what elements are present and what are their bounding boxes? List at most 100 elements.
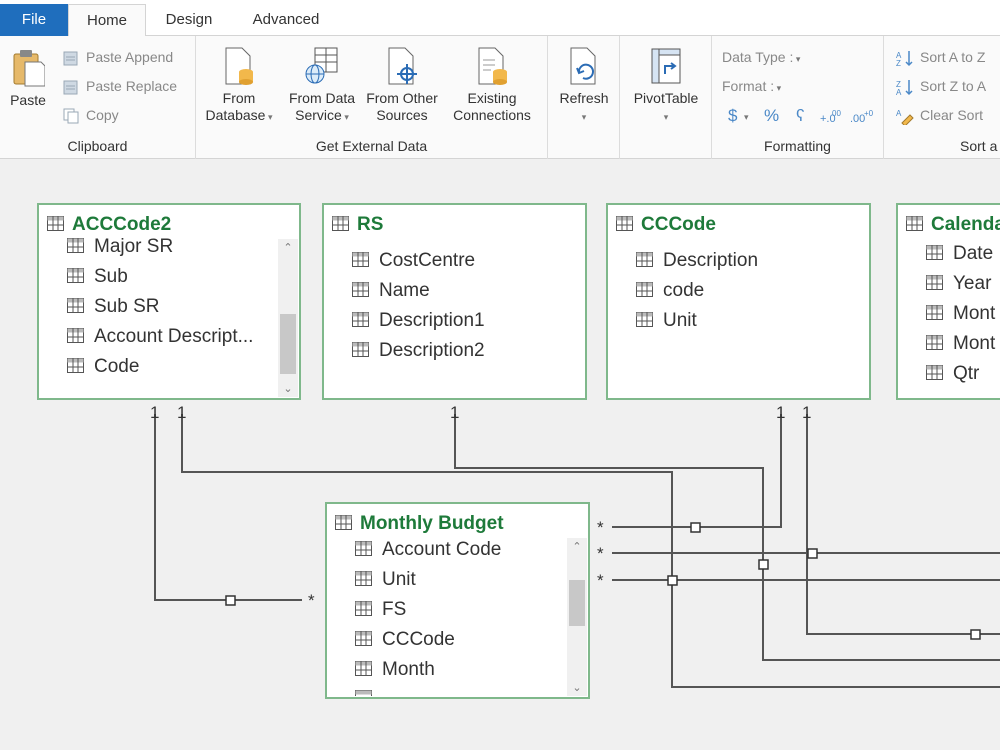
from-data-service-label-1: From Data [288,90,356,106]
column-item[interactable]: Sub SR [67,294,159,320]
column-item[interactable]: Account Descript... [67,324,253,350]
from-other-sources-button[interactable]: From Other Sources [362,46,442,124]
column-item[interactable]: Year [926,271,991,297]
relationship-cccode-cccode [612,414,782,528]
scrollbar[interactable]: ⌃ ⌄ [567,538,587,696]
database-icon [225,47,253,85]
increase-decimal-icon[interactable]: +.000 [820,108,844,126]
table-monthly-budget[interactable]: Monthly Budget Account Code Unit FS CCCo… [325,502,590,699]
table-acccode2[interactable]: ACCCode2 Major SR Sub Sub SR Account Des… [37,203,301,400]
from-database-label-2: Database [205,107,266,123]
tab-advanced[interactable]: Advanced [252,11,320,28]
chevron-down-icon: ▾ [265,112,273,122]
relationship-rs-right [454,414,1000,661]
column-item[interactable]: CCCode [355,627,455,653]
column-icon [352,252,369,267]
scroll-up-icon[interactable]: ⌃ [572,541,582,553]
chevron-down-icon: ▾ [793,54,801,64]
column-label: Unit [382,569,416,590]
table-rs[interactable]: RS CostCentre Name Description1 Descript… [322,203,587,400]
column-item[interactable]: Description1 [352,308,485,334]
relationship-marker [667,575,678,586]
refresh-icon [570,47,596,85]
scroll-down-icon[interactable]: ⌄ [572,682,582,694]
pivottable-group: PivotTable ▾ [620,36,712,159]
column-item[interactable]: FS [355,597,406,623]
table-title-label: CCCode [641,214,716,235]
from-database-label-1: From [222,90,256,106]
pivottable-icon [651,48,681,84]
table-title[interactable]: CCCode [616,213,716,237]
diagram-canvas[interactable]: 1 1 1 1 1 * * * * ACCCode2 Major SR Sub … [0,160,1000,750]
cardinality-one-label: 1 [177,403,187,422]
sort-z-to-a-label: Sort Z to A [920,78,987,94]
refresh-button[interactable]: Refresh ▾ [552,46,616,126]
column-item[interactable]: Description [636,248,758,274]
table-title[interactable]: Monthly Budget [335,512,504,536]
table-title[interactable]: ACCCode2 [47,213,171,237]
column-item[interactable]: Unit [636,308,697,334]
column-icon [352,342,369,357]
format-label: Format : [722,78,775,94]
column-item[interactable]: Date [926,241,993,267]
column-item[interactable]: code [636,278,704,304]
scrollbar-thumb[interactable] [280,314,296,374]
column-item[interactable]: Unit [355,567,416,593]
data-type-dropdown[interactable]: Data Type : ▾ [722,46,800,68]
paste-replace-button[interactable]: Paste Replace [62,75,177,97]
svg-text:Z: Z [896,80,901,89]
pivottable-label: PivotTable [633,90,699,106]
existing-connections-button[interactable]: Existing Connections [446,46,538,124]
tab-home[interactable]: Home [68,4,146,37]
paste-append-button[interactable]: Paste Append [62,46,173,68]
column-label: Description2 [379,340,485,361]
scrollbar[interactable]: ⌃ ⌄ [278,239,298,397]
paste-button[interactable]: Paste [6,48,50,109]
decrease-decimal-icon[interactable]: .00+0 [850,108,874,126]
column-label: Description1 [379,310,485,331]
from-data-service-button[interactable]: From Data Service ▾ [282,46,362,126]
cardinality-one-label: 1 [450,403,460,422]
column-item[interactable]: Name [352,278,430,304]
scrollbar-thumb[interactable] [569,580,585,626]
sort-a-to-z-label: Sort A to Z [920,49,986,65]
format-dropdown[interactable]: Format : ▾ [722,75,781,97]
get-external-data-group-label: Get External Data [315,138,428,154]
column-item[interactable]: Major SR [67,234,173,260]
column-item[interactable]: Mont [926,331,995,357]
scroll-down-icon[interactable]: ⌄ [283,383,293,395]
column-item[interactable]: Mont [926,301,995,327]
cardinality-many-label: * [597,544,604,563]
from-database-button[interactable]: From Database ▾ [200,46,278,126]
percent-format-button[interactable]: % [764,106,780,125]
svg-text:+0: +0 [864,109,874,118]
column-label: CCCode [382,629,455,650]
table-icon [335,515,352,530]
column-icon [355,690,372,696]
table-title[interactable]: Calenda [906,213,1000,237]
pivottable-button[interactable]: PivotTable ▾ [624,46,708,126]
scroll-up-icon[interactable]: ⌃ [283,242,293,254]
table-cccode[interactable]: CCCode Description code Unit [606,203,871,400]
column-item[interactable]: Code [67,354,139,380]
table-title[interactable]: RS [332,213,383,237]
tab-file[interactable]: File [0,4,68,36]
column-item[interactable]: Month [355,657,435,683]
column-item[interactable]: CostCentre [352,248,475,274]
chevron-down-icon: ▾ [774,83,782,93]
column-item[interactable]: Description2 [352,338,485,364]
comma-format-button[interactable]: ʕ [796,106,805,125]
cardinality-one-label: 1 [150,403,160,422]
column-item[interactable]: Sub [67,264,128,290]
column-item[interactable]: Account Code [355,537,501,563]
table-calendar[interactable]: Calenda Date Year Mont Mont Qtr [896,203,1000,400]
copy-button[interactable]: Copy [62,104,119,126]
currency-format-button[interactable]: $ [728,106,738,125]
sort-ascending-icon: AZ [896,51,913,67]
column-item[interactable]: Qtr [926,361,979,387]
tab-design[interactable]: Design [165,11,213,28]
